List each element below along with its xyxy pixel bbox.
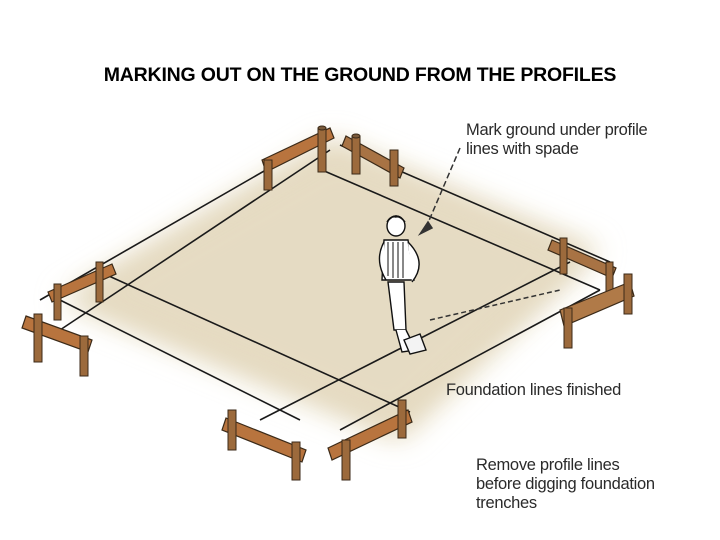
worker-figure: [378, 215, 427, 355]
profile-bottom-left: [221, 409, 307, 481]
profile-right-lower: [559, 273, 635, 349]
annotation-mark-ground: Mark ground under profile lines with spa…: [466, 121, 648, 159]
page-title: MARKING OUT ON THE GROUND FROM THE PROFI…: [103, 64, 617, 86]
profile-top-right: [341, 133, 405, 187]
profile-right-upper: [547, 237, 617, 293]
profile-left-lower: [21, 313, 93, 377]
annotation-line: trenches: [476, 494, 537, 512]
annotation-line: lines with spade: [466, 140, 579, 158]
annotation-line: Mark ground under profile: [466, 121, 648, 139]
spade-mark-line: [417, 147, 561, 321]
annotation-line: before digging foundation: [476, 475, 655, 493]
annotation-line: Foundation lines finished: [446, 381, 622, 399]
ground-plane: [60, 140, 600, 440]
profile-left-upper: [47, 261, 117, 321]
annotation-remove-profiles: Remove profile lines before digging foun…: [476, 456, 655, 513]
profile-top-left: [261, 125, 335, 191]
annotation-line: Remove profile lines: [476, 456, 620, 474]
annotation-foundation-finished: Foundation lines finished: [446, 381, 621, 400]
profile-bottom-right: [327, 399, 413, 481]
